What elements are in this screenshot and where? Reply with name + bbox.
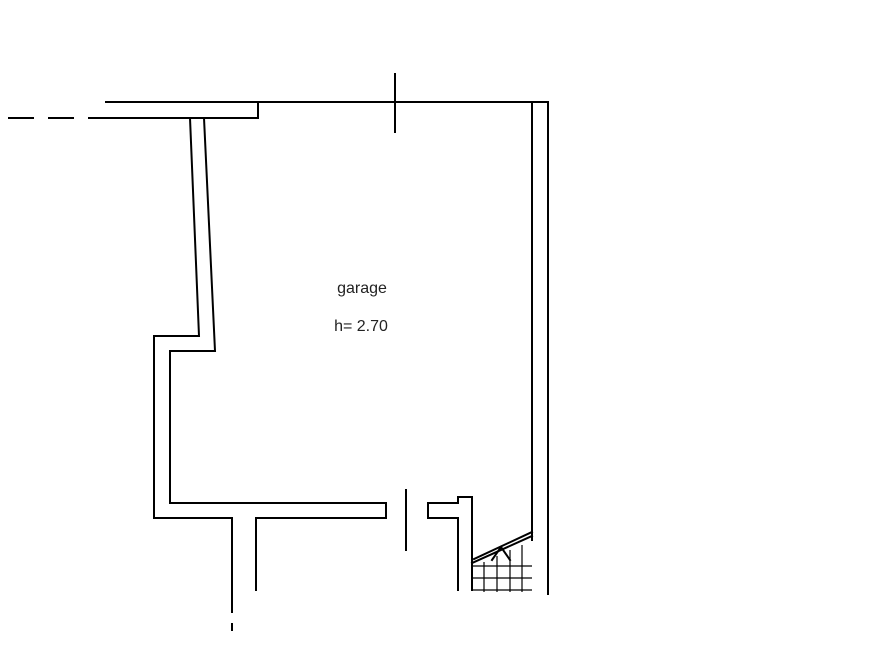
top-wall — [105, 101, 549, 595]
staircase — [470, 530, 534, 592]
bottom-wall-right — [427, 496, 473, 591]
stair-direction-arrow — [490, 545, 512, 562]
room-name-label: garage — [337, 280, 387, 297]
slanted-left-wall — [153, 116, 387, 613]
room-height-label: h= 2.70 — [334, 318, 388, 335]
